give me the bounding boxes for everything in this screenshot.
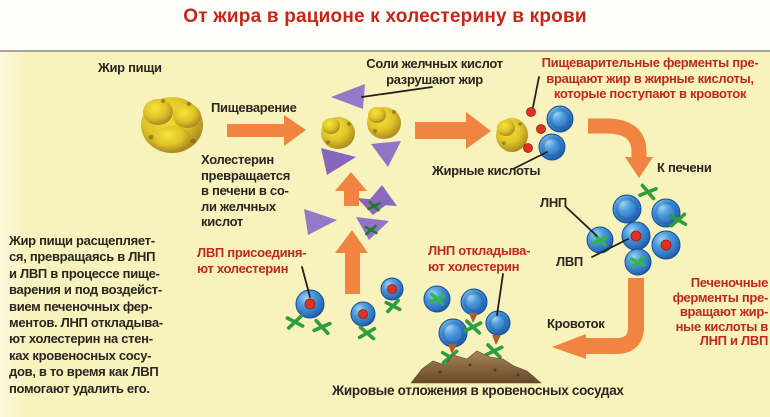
note-digestive-enzymes: Пищеварительные ферменты пре- вращают жи… (541, 55, 759, 101)
hdl-sphere-icon (380, 277, 404, 301)
pointer-line (301, 266, 311, 298)
deposit-arrow-icon (469, 313, 478, 323)
label-digestion: Пищеварение (211, 100, 297, 115)
lipoprotein-sphere-icon (485, 310, 511, 336)
note-ldl-deposit: ЛНП откладыва- ют холестерин (428, 243, 531, 274)
lipoprotein-sphere-icon (438, 318, 468, 348)
label-cholesterol-to-bile: Холестерин превращается в печени в со- л… (201, 152, 291, 229)
lipoprotein-sphere-icon (460, 288, 488, 316)
cholesterol-x-icon (312, 318, 332, 336)
pointer-line (496, 273, 504, 316)
cholesterol-x-icon (384, 298, 402, 314)
hdl-sphere-icon (295, 289, 325, 319)
hdl-sphere-icon (651, 230, 681, 260)
cholesterol-x-icon (357, 325, 377, 341)
deposit-arrow-icon (448, 344, 457, 354)
bloodstream-arrow-icon (552, 278, 644, 359)
pointer-line (532, 76, 540, 108)
cholesterol-x-icon (463, 319, 483, 335)
fat-blob-icon (321, 117, 355, 149)
cholesterol-x-icon (668, 212, 688, 228)
bile-salt-triangle-icon (371, 141, 401, 167)
note-hdl-attach: ЛВП присоединя- ют холестерин (197, 245, 307, 276)
bile-salt-triangle-icon (321, 148, 356, 175)
fat-blob-icon (496, 118, 528, 152)
cholesterol-x-icon (638, 183, 658, 201)
hdl-sphere-icon (621, 221, 651, 251)
bile-salt-triangle-icon (331, 84, 365, 109)
fat-deposit-mound (410, 350, 542, 384)
pointer-line (565, 206, 598, 237)
fat-breakdown-arrow-icon (415, 112, 491, 149)
fatty-acid-sphere-icon (538, 133, 566, 161)
enzyme-dot-icon (523, 143, 533, 153)
fat-blob-icon (367, 107, 401, 139)
cholesterol-x-icon (484, 343, 504, 359)
lipoprotein-sphere-icon (651, 198, 681, 228)
cholesterol-x-icon (285, 314, 305, 330)
ldl-sphere-icon (624, 248, 652, 276)
label-to-liver: К печени (657, 160, 712, 175)
pointer-line (512, 151, 548, 170)
label-fat-food: Жир пищи (98, 60, 162, 75)
fat-blob-icon (141, 97, 203, 153)
to-liver-arrow-icon (588, 118, 653, 178)
lipoprotein-sphere-icon (612, 194, 642, 224)
label-hdl: ЛВП (556, 254, 583, 269)
pointer-line (361, 86, 433, 98)
bile-salt-triangle-icon (304, 209, 337, 235)
label-fat-deposits-caption: Жировые отложения в кровеносных сосудах (332, 383, 624, 398)
left-description-paragraph: Жир пищи расщепляет- ся, превращаясь в Л… (9, 233, 163, 396)
label-ldl: ЛНП (540, 195, 567, 210)
bile-recycle-up-arrow-icon (335, 172, 367, 206)
cholesterol-x-icon (367, 200, 381, 212)
label-bloodstream: Кровоток (547, 316, 605, 331)
deposit-arrow-icon (492, 335, 501, 345)
hdl-sphere-icon (350, 301, 376, 327)
enzyme-dot-icon (526, 107, 536, 117)
ldl-sphere-icon (423, 285, 451, 313)
enzyme-dot-icon (536, 124, 546, 134)
page-title: От жира в рационе к холестерину в крови (183, 6, 587, 27)
bile-recycle-up-arrow-icon (335, 230, 368, 294)
digestion-arrow-icon (227, 115, 306, 146)
label-bile-salts-break-fat: Соли желчных кислот разрушают жир (366, 56, 503, 87)
label-fatty-acids: Жирные кислоты (432, 163, 541, 178)
fatty-acid-sphere-icon (546, 105, 574, 133)
pointer-line (591, 238, 629, 258)
cholesterol-x-icon (364, 224, 378, 236)
note-liver-enzymes: Печеночные ферменты пре- вращают жир- ны… (672, 275, 769, 349)
